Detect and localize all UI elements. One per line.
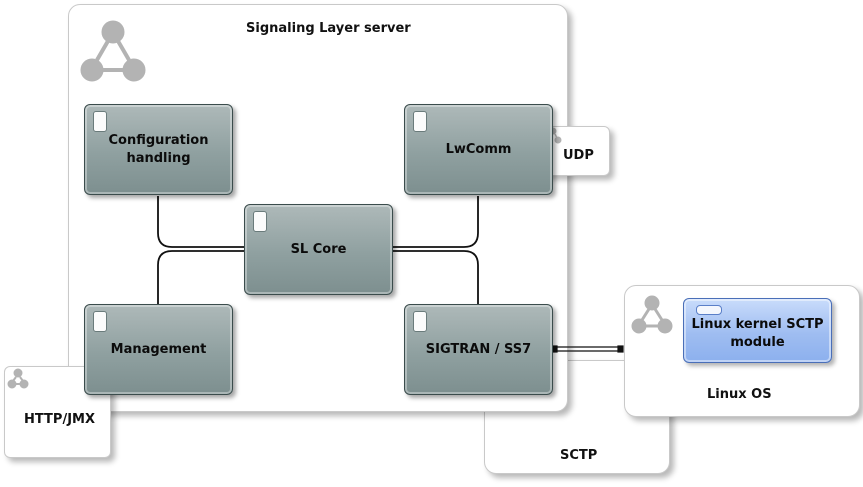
sigtran-ss7-label: SIGTRAN / SS7 (425, 341, 532, 357)
server-title: Signaling Layer server (246, 21, 411, 36)
document-icon (413, 111, 427, 132)
connector-config-core (157, 196, 246, 248)
sctp-connection (551, 345, 624, 353)
document-icon (413, 311, 427, 332)
management-node[interactable]: Management (84, 304, 233, 395)
udp-box (543, 126, 610, 176)
udp-label: UDP (563, 148, 594, 163)
connector-lwcomm-core (392, 196, 479, 248)
document-icon (93, 111, 107, 132)
sl-core-node[interactable]: SL Core (244, 204, 393, 295)
sl-core-label: SL Core (290, 241, 347, 257)
connector-management-core (157, 250, 246, 305)
network-triad-icon (7, 368, 29, 389)
lwcomm-node[interactable]: LwComm (404, 104, 553, 195)
linux-os-label: Linux OS (707, 387, 772, 402)
configuration-handling-label: Configuration handling (108, 132, 209, 166)
sigtran-ss7-node[interactable]: SIGTRAN / SS7 (404, 304, 553, 395)
network-triad-icon (80, 20, 146, 82)
document-icon (253, 211, 267, 232)
configuration-handling-node[interactable]: Configuration handling (84, 104, 233, 195)
pill-icon (696, 305, 722, 315)
sctp-label: SCTP (560, 448, 598, 463)
sctp-module-label: Linux kernel SCTP module (691, 316, 824, 350)
network-triad-icon (631, 295, 673, 334)
linux-kernel-sctp-module-node[interactable]: Linux kernel SCTP module (683, 298, 832, 363)
http-jmx-label: HTTP/JMX (24, 412, 95, 427)
document-icon (93, 311, 107, 332)
connector-sigtran-core (392, 250, 479, 305)
lwcomm-label: LwComm (445, 141, 512, 157)
management-label: Management (110, 341, 207, 357)
